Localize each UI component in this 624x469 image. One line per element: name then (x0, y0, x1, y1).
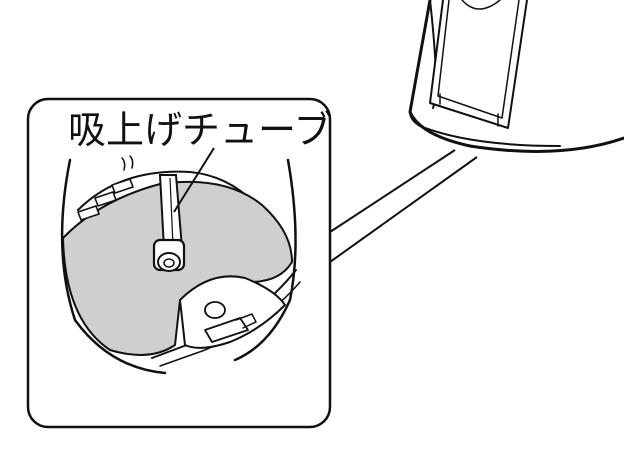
vent-slots (77, 178, 134, 221)
zoom-leader-lines (329, 149, 478, 263)
window-inner (437, 0, 520, 119)
housing-clip (204, 317, 249, 343)
container-wall-right (233, 158, 297, 362)
leader-lower (329, 156, 478, 263)
window-highlight (461, 0, 501, 10)
label-leader-line (173, 147, 215, 213)
nozzle-bore (163, 258, 175, 268)
vent-slot (94, 191, 117, 207)
product-base (409, 111, 561, 147)
housing-hole (204, 301, 226, 319)
suction-tube (152, 174, 186, 272)
callout-label: 吸上げチューブ (68, 108, 332, 152)
vent-slot (111, 178, 134, 194)
clip-mark (129, 155, 134, 169)
vent-slot (77, 205, 100, 221)
water-window (429, 0, 528, 129)
product-body (408, 0, 624, 153)
container-wall-left (60, 158, 167, 375)
leader-upper (329, 149, 456, 233)
tube-shade (169, 177, 174, 247)
housing-clip-detail (235, 313, 257, 329)
clip-mark (121, 157, 126, 171)
